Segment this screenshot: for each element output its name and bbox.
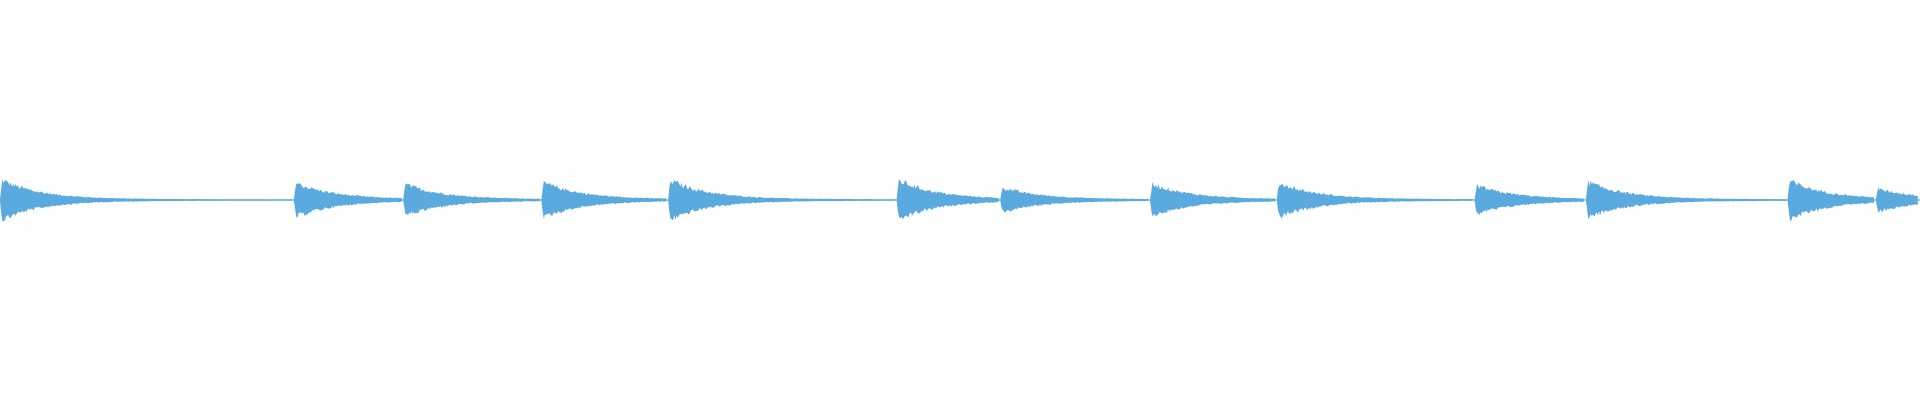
- waveform-notes: [0, 179, 1918, 222]
- waveform-note-4: [541, 181, 667, 219]
- waveform-note-7: [1000, 187, 1148, 213]
- waveform-note-1: [0, 179, 292, 222]
- waveform-note-8: [1150, 182, 1275, 217]
- waveform-note-9: [1276, 184, 1473, 219]
- waveform-note-2: [293, 182, 402, 218]
- waveform-note-6: [896, 179, 999, 220]
- waveform-note-11: [1585, 180, 1787, 219]
- waveform-note-12: [1787, 180, 1874, 221]
- waveform-note-10: [1474, 184, 1584, 215]
- waveform-note-13: [1875, 187, 1918, 213]
- waveform-note-5: [668, 179, 895, 221]
- waveform-note-3: [403, 183, 540, 215]
